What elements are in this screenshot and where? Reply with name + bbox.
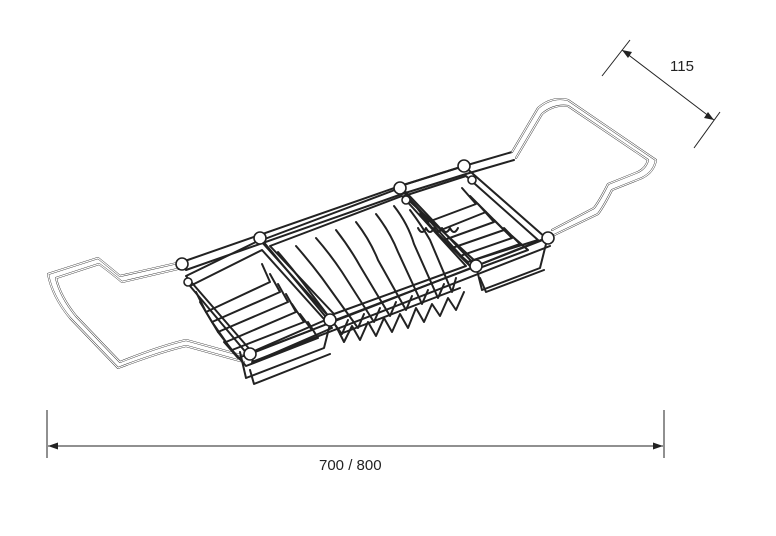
back-long-rail-inner xyxy=(185,159,515,271)
joint-knob xyxy=(467,175,477,185)
arrowhead-icon xyxy=(622,50,632,58)
width-dimension: 115 xyxy=(601,39,721,149)
arrowhead-icon xyxy=(48,442,58,450)
joint-knob xyxy=(541,231,555,245)
joint-knob xyxy=(175,257,189,271)
center-basket-bottom xyxy=(335,291,465,343)
width-dimension-label: 115 xyxy=(670,58,694,75)
length-dimension: 700 / 800 xyxy=(46,410,665,474)
joint-knob xyxy=(323,313,337,327)
joint-knob xyxy=(457,159,471,173)
center-basket xyxy=(261,187,473,343)
joint-knob xyxy=(243,347,257,361)
ball-joints xyxy=(175,159,555,361)
arrowhead-icon xyxy=(653,442,663,450)
joint-knob xyxy=(469,259,483,273)
right-basket xyxy=(399,165,547,293)
joint-knob xyxy=(253,231,267,245)
joint-knob xyxy=(393,181,407,195)
front-long-rail-inner xyxy=(251,245,551,363)
joint-knob xyxy=(183,277,193,287)
left-arm-rail-inner xyxy=(55,263,245,363)
joint-knob xyxy=(401,195,411,205)
arrowhead-icon xyxy=(704,112,714,120)
right-arm-rail xyxy=(511,98,657,239)
length-dimension-label: 700 / 800 xyxy=(319,457,382,474)
